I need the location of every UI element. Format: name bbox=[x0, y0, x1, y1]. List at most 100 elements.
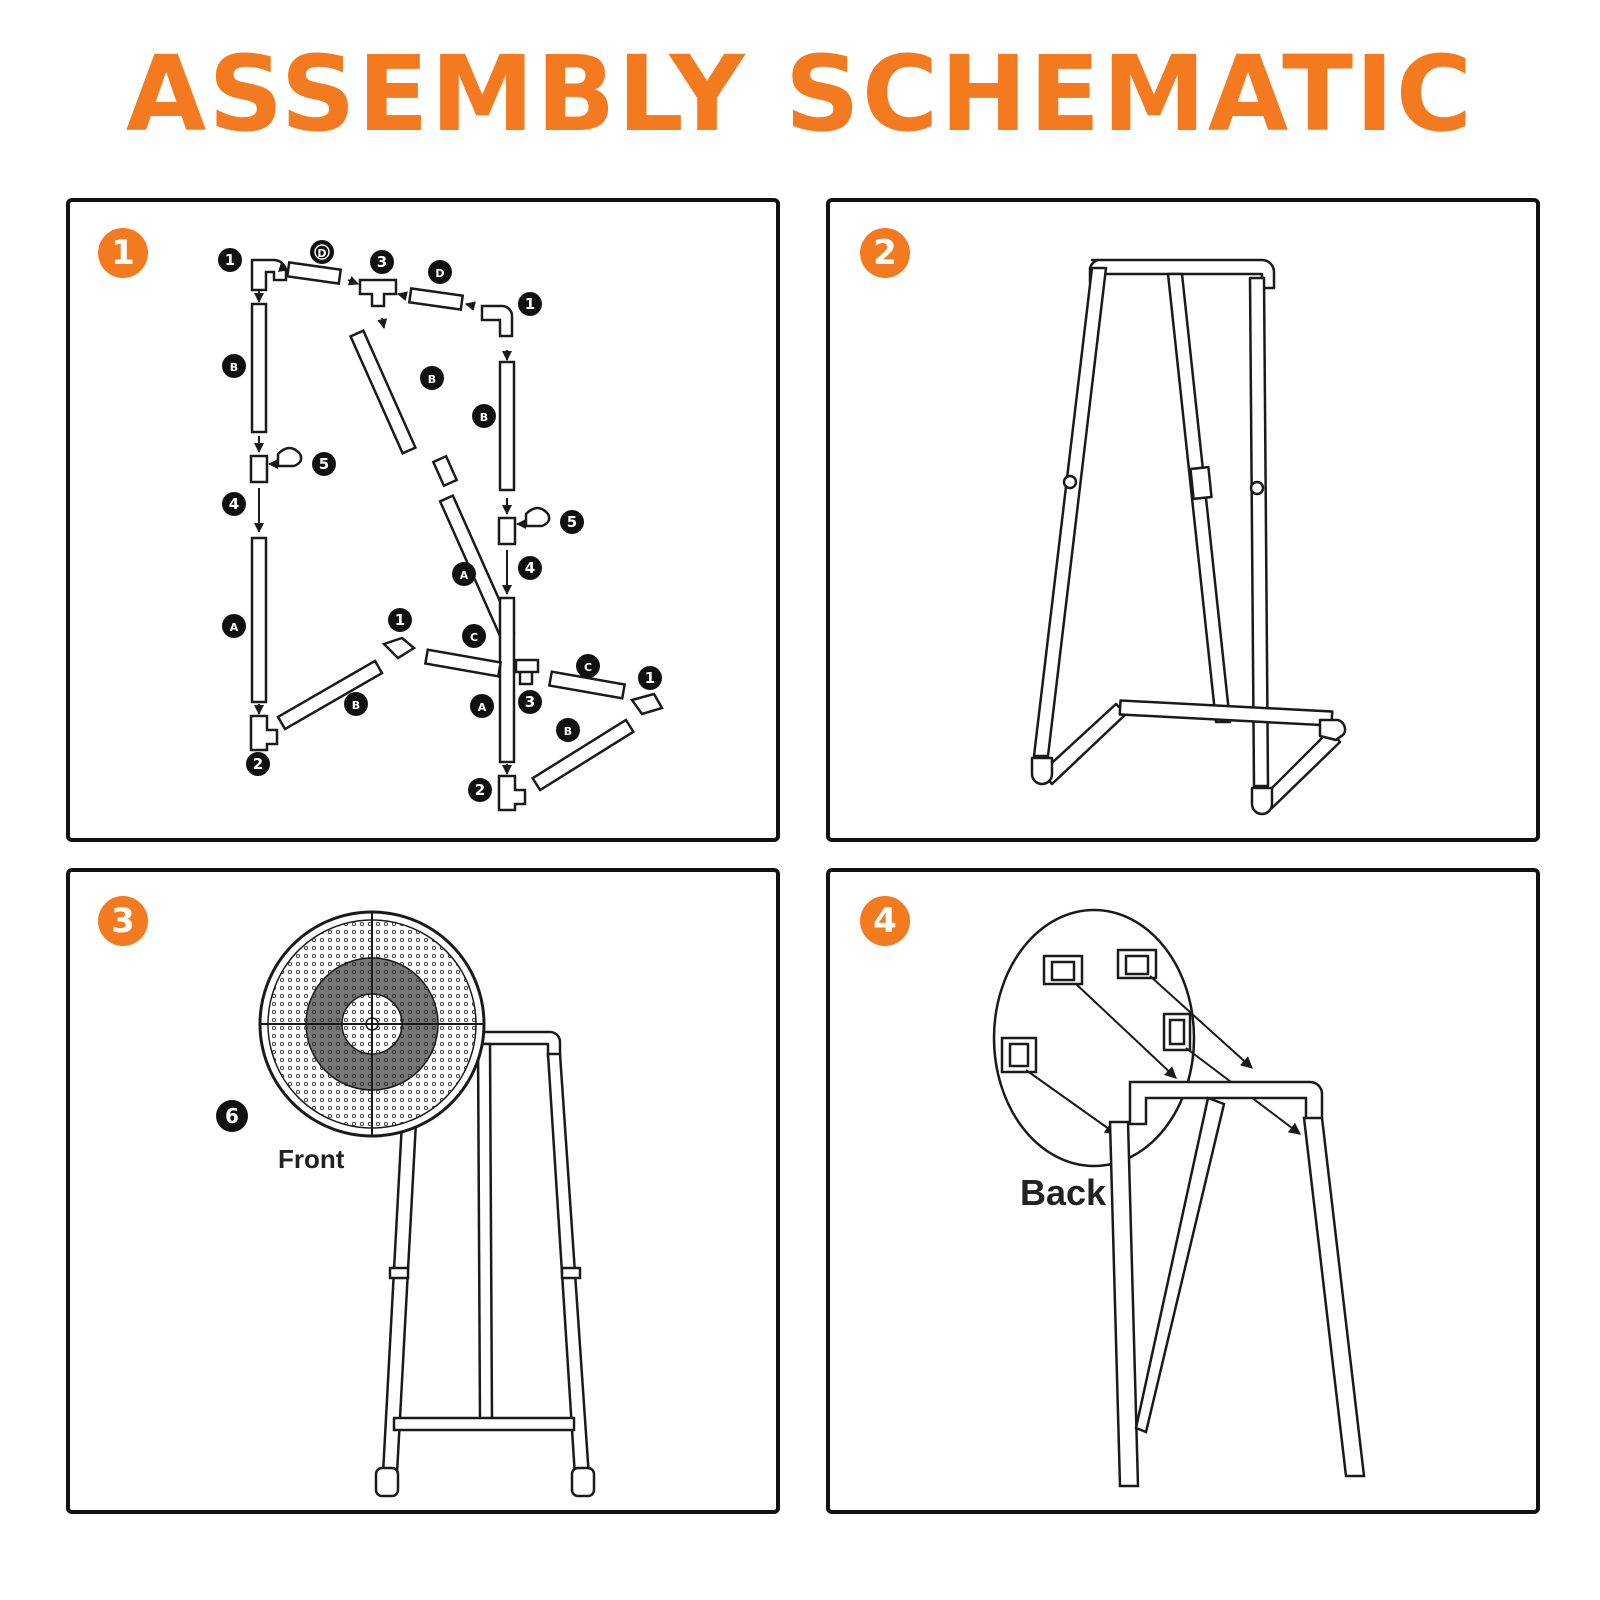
pipe-b-right bbox=[498, 360, 516, 492]
pipe-b-rear bbox=[348, 329, 418, 455]
svg-text:D: D bbox=[435, 267, 444, 280]
frame-mid-leg bbox=[476, 1042, 494, 1424]
svg-text:B: B bbox=[352, 699, 360, 712]
frame-base-bar bbox=[392, 1416, 576, 1432]
svg-text:C: C bbox=[584, 661, 592, 674]
panel-step-4: 4 bbox=[826, 868, 1540, 1514]
pipe-b-base-left bbox=[276, 659, 384, 731]
clamp-left bbox=[276, 446, 303, 468]
tee-fitting-base bbox=[514, 658, 540, 686]
back-caption: Back bbox=[1020, 1172, 1107, 1213]
part-badge-4-b: 4 bbox=[518, 556, 542, 580]
svg-text:B: B bbox=[428, 373, 436, 386]
frame-clamp-right bbox=[560, 1266, 582, 1280]
mounting-bracket bbox=[1162, 1012, 1192, 1052]
pipe-c-base-right bbox=[547, 670, 627, 700]
svg-text:A: A bbox=[478, 701, 487, 714]
part-badge-b-a: B bbox=[222, 354, 246, 378]
part-badge-b-b: B bbox=[420, 366, 444, 390]
svg-text:A: A bbox=[460, 569, 469, 582]
svg-text:1: 1 bbox=[395, 611, 405, 629]
exploded-parts-diagram: 1 D 3 D 1 B B B 5 4 5 A 4 1 A C C 1 3 B … bbox=[218, 240, 664, 812]
coupler-rear bbox=[431, 454, 459, 488]
svg-text:5: 5 bbox=[319, 455, 329, 473]
target-front-diagram: 6 bbox=[216, 910, 596, 1498]
step-badge-4: 4 bbox=[860, 896, 910, 946]
frame-top-bar bbox=[478, 1030, 562, 1058]
foot-elbow-right bbox=[497, 774, 527, 812]
elbow-fitting-top-right bbox=[480, 304, 514, 338]
front-left-leg bbox=[1032, 266, 1108, 758]
part-badge-4-a: 4 bbox=[222, 492, 246, 516]
tee-fitting-top bbox=[358, 278, 398, 308]
panel-step-1: 1 bbox=[66, 198, 780, 842]
part-badge-5-b: 5 bbox=[560, 510, 584, 534]
mounting-bracket bbox=[1042, 954, 1084, 986]
part-badge-5-a: 5 bbox=[312, 452, 336, 476]
frame-clamp-left bbox=[388, 1266, 410, 1280]
part-badge-d-b: D bbox=[428, 260, 452, 284]
target-board bbox=[258, 910, 486, 1138]
frame-right-leg bbox=[1302, 1116, 1366, 1478]
clamp-right bbox=[524, 506, 551, 528]
base-right-bar bbox=[1260, 728, 1342, 810]
panel-step-2: 2 bbox=[826, 198, 1540, 842]
part-badge-c-b: C bbox=[576, 654, 600, 678]
pipe-a-right bbox=[498, 596, 516, 764]
clamp-right-fitting bbox=[1249, 480, 1265, 496]
svg-text:5: 5 bbox=[567, 513, 577, 531]
frame-left-leg bbox=[380, 1120, 418, 1494]
svg-text:4: 4 bbox=[229, 495, 239, 513]
frame-left-leg bbox=[1108, 1120, 1140, 1488]
svg-text:1: 1 bbox=[645, 669, 655, 687]
part-badge-6: 6 bbox=[216, 1100, 248, 1132]
foot-left bbox=[1030, 756, 1054, 786]
step-badge-3: 3 bbox=[98, 896, 148, 946]
part-badge-1-c: 1 bbox=[388, 608, 412, 632]
front-right-leg bbox=[1248, 276, 1270, 788]
part-badge-a-a: A bbox=[452, 562, 476, 586]
foot-right bbox=[1250, 786, 1274, 816]
part-badge-c-a: C bbox=[462, 624, 486, 648]
corner-elbow-right bbox=[1318, 718, 1347, 742]
svg-text:D: D bbox=[317, 247, 326, 260]
svg-text:A: A bbox=[230, 621, 239, 634]
foot-elbow-left bbox=[249, 714, 279, 752]
part-badge-b-c: B bbox=[472, 404, 496, 428]
svg-text:3: 3 bbox=[377, 253, 387, 271]
svg-text:6: 6 bbox=[225, 1104, 239, 1128]
svg-text:B: B bbox=[230, 361, 238, 374]
elbow-fitting-base-right bbox=[629, 692, 664, 716]
pipe-a-left bbox=[250, 536, 268, 704]
svg-text:3: 3 bbox=[525, 693, 535, 711]
page-title: ASSEMBLY SCHEMATIC bbox=[125, 33, 1475, 155]
part-badge-2-a: 2 bbox=[246, 752, 270, 776]
part-badge-a-c: A bbox=[470, 694, 494, 718]
clamp-left-fitting bbox=[1062, 474, 1078, 490]
base-left-bar bbox=[1040, 702, 1128, 786]
part-badge-text: 1 bbox=[225, 251, 235, 269]
coupler-left bbox=[249, 454, 269, 484]
svg-text:B: B bbox=[564, 725, 572, 738]
assembled-frame-diagram bbox=[1030, 258, 1347, 816]
svg-text:2: 2 bbox=[253, 755, 263, 773]
frame-foot-left bbox=[374, 1466, 400, 1498]
part-badge-b-e: B bbox=[556, 718, 580, 742]
pipe-b-left bbox=[250, 302, 268, 434]
step-badge-1: 1 bbox=[98, 228, 148, 278]
mounting-bracket bbox=[1116, 948, 1158, 980]
part-badge-a-b: A bbox=[222, 614, 246, 638]
step-badge-2: 2 bbox=[860, 228, 910, 278]
pipe-d-right bbox=[407, 287, 465, 311]
pipe-c-base-left bbox=[423, 648, 503, 678]
coupler-rear-fitting bbox=[1189, 465, 1213, 501]
panel-step-3: 3 bbox=[66, 868, 780, 1514]
pipe-b-base-right bbox=[530, 718, 636, 792]
svg-text:4: 4 bbox=[525, 559, 535, 577]
frame-rear-leg bbox=[1134, 1096, 1226, 1434]
front-caption: Front bbox=[278, 1144, 345, 1174]
part-badge-b-d: B bbox=[344, 692, 368, 716]
svg-text:C: C bbox=[470, 631, 478, 644]
pipe-d-left bbox=[285, 261, 343, 285]
target-back-mounting-diagram bbox=[992, 908, 1366, 1488]
